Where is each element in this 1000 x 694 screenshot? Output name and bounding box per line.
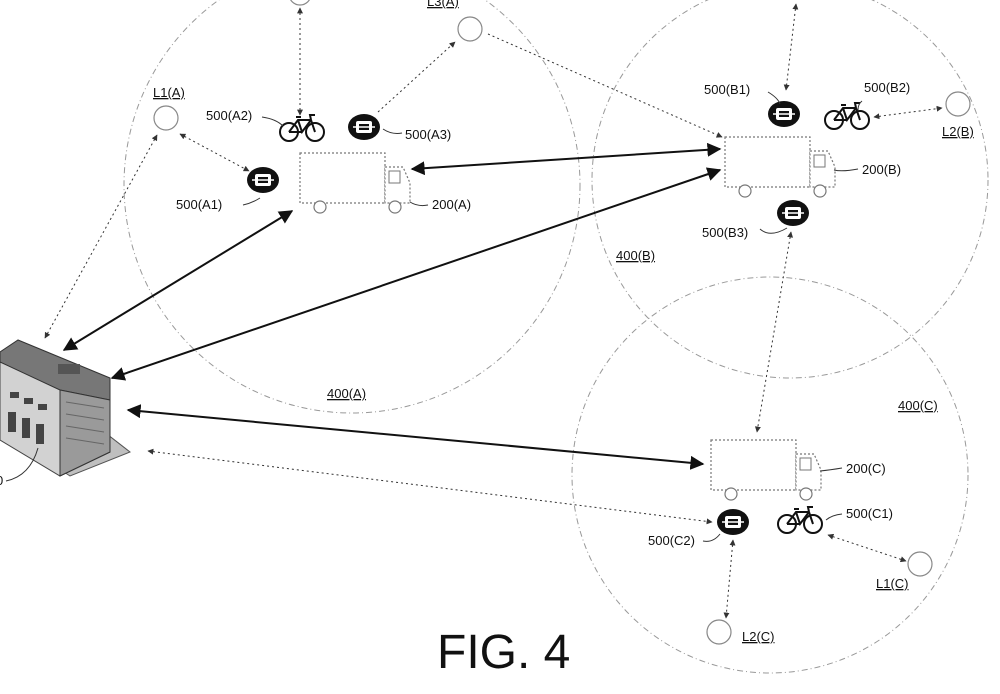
label-l2c: L2(C) bbox=[742, 629, 775, 644]
truck-c-icon bbox=[711, 440, 821, 500]
robot-b1-icon bbox=[768, 101, 800, 127]
label-depot: 0 bbox=[0, 473, 3, 488]
label-500-b2: 500(B2) bbox=[864, 80, 910, 95]
label-200-b: 200(B) bbox=[862, 162, 901, 177]
zone-b-boundary bbox=[592, 0, 988, 378]
location-marker-l3a bbox=[458, 17, 482, 41]
label-500-c1: 500(C1) bbox=[846, 506, 893, 521]
label-400-b: 400(B) bbox=[616, 248, 655, 263]
robot-a1-icon bbox=[247, 167, 279, 193]
depot-building-icon bbox=[0, 340, 130, 476]
location-marker-top-a bbox=[289, 0, 311, 5]
label-400-c: 400(C) bbox=[898, 398, 938, 413]
location-marker-l1c bbox=[908, 552, 932, 576]
robot-a3-icon bbox=[348, 114, 380, 140]
label-500-b3: 500(B3) bbox=[702, 225, 748, 240]
robot-c2-icon bbox=[717, 509, 749, 535]
label-200-a: 200(A) bbox=[432, 197, 471, 212]
label-l1a: L1(A) bbox=[153, 85, 185, 100]
figure-caption: FIG. 4 bbox=[437, 626, 570, 679]
label-500-a3: 500(A3) bbox=[405, 127, 451, 142]
bike-b2-icon bbox=[825, 103, 869, 129]
label-l3a: L3(A) bbox=[427, 0, 459, 9]
label-l2b: L2(B) bbox=[942, 124, 974, 139]
location-marker-l2b bbox=[946, 92, 970, 116]
label-l1c: L1(C) bbox=[876, 576, 909, 591]
truck-b-icon bbox=[725, 137, 835, 197]
label-200-c: 200(C) bbox=[846, 461, 886, 476]
robot-b3-icon bbox=[777, 200, 809, 226]
truck-a-icon bbox=[300, 153, 410, 213]
location-marker-l2c bbox=[707, 620, 731, 644]
link-depot-truck-c bbox=[128, 410, 703, 464]
label-400-a: 400(A) bbox=[327, 386, 366, 401]
location-marker-l1a bbox=[154, 106, 178, 130]
bike-c1-icon bbox=[778, 507, 822, 533]
label-500-a1: 500(A1) bbox=[176, 197, 222, 212]
label-500-b1: 500(B1) bbox=[704, 82, 750, 97]
label-500-c2: 500(C2) bbox=[648, 533, 695, 548]
label-500-a2: 500(A2) bbox=[206, 108, 252, 123]
link-truck-a-truck-b bbox=[412, 149, 720, 169]
bike-a2-icon bbox=[280, 115, 324, 141]
